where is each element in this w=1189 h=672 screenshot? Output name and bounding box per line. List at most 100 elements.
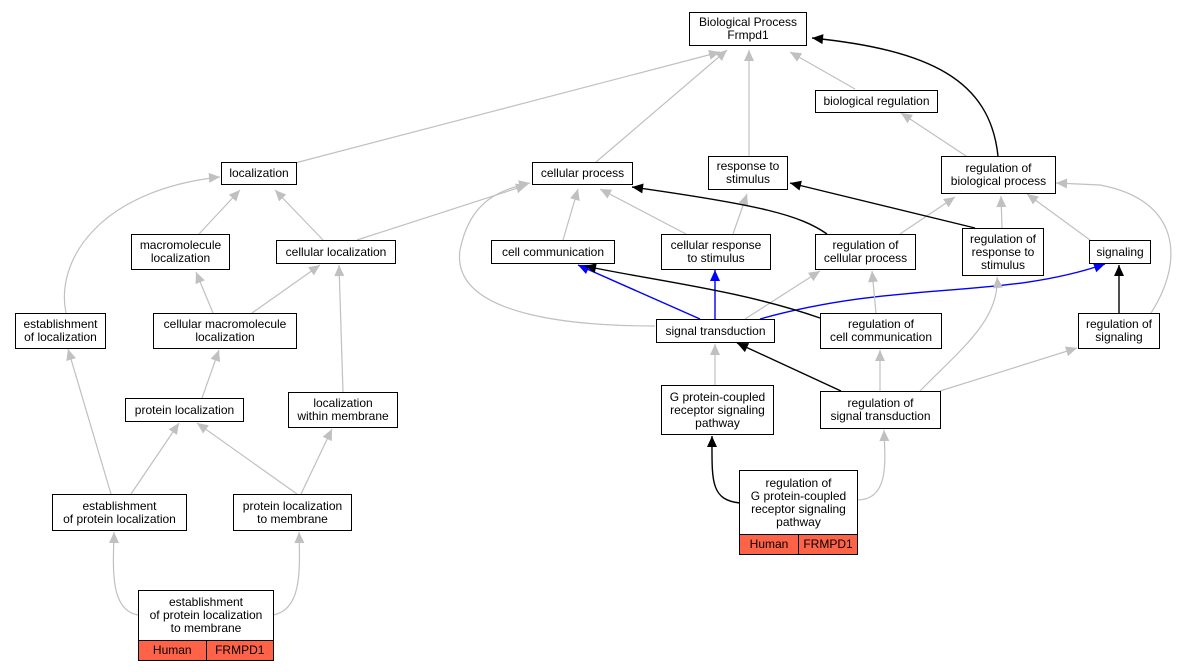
node-biological-regulation[interactable]: biological regulation	[815, 90, 938, 113]
edge-arrowhead-27	[868, 271, 879, 283]
node-regulation-of-signal-transduction[interactable]: regulation of signal transduction	[820, 391, 941, 429]
node-cell-communication[interactable]: cell communication	[491, 240, 615, 264]
node-gpcr-signaling-pathway[interactable]: G protein-coupled receptor signaling pat…	[661, 385, 774, 435]
edge-arrowhead-39	[322, 429, 332, 442]
edge-arrowhead-11	[738, 194, 749, 207]
edge-34	[919, 276, 998, 392]
edge-arrowhead-16	[1027, 194, 1039, 205]
edge-arrowhead-29	[1056, 178, 1068, 189]
edge-arrowhead-24	[808, 271, 820, 282]
node-establishment-of-protein-localization[interactable]: establishment of protein localization	[52, 494, 187, 531]
edge-arrowhead-31	[710, 344, 720, 355]
gene-tag: FRMPD1	[205, 641, 273, 660]
node-protein-localization[interactable]: protein localization	[125, 398, 244, 422]
node-response-to-stimulus[interactable]: response to stimulus	[708, 156, 788, 190]
node-establishment-of-protein-localization-to-membrane[interactable]: establishment of protein localization to…	[138, 590, 274, 661]
node-root[interactable]: Biological Process Frmpd1	[689, 12, 807, 46]
edge-arrowhead-37	[168, 423, 179, 435]
edge-32	[736, 342, 842, 392]
edge-13	[899, 196, 956, 235]
edge-arrowhead-0	[708, 49, 720, 60]
edge-arrowhead-43	[294, 532, 305, 544]
edge-arrowhead-35	[1065, 346, 1077, 357]
gene-tag: FRMPD1	[798, 535, 857, 554]
node-cellular-response-to-stimulus[interactable]: cellular response to stimulus	[661, 234, 771, 270]
edge-36	[67, 348, 112, 495]
edge-arrowhead-21	[518, 180, 530, 191]
edge-arrowhead-19	[308, 265, 320, 276]
edge-25	[759, 263, 1106, 320]
edge-16	[1026, 193, 1091, 241]
edge-arrowhead-34	[992, 277, 1003, 289]
edge-1	[595, 49, 728, 163]
edge-arrowhead-40	[707, 436, 717, 447]
node-regulation-of-signaling[interactable]: regulation of signaling	[1078, 313, 1160, 349]
node-regulation-of-cell-communication[interactable]: regulation of cell communication	[820, 313, 942, 349]
edge-arrowhead-18	[195, 272, 205, 285]
edge-5	[811, 37, 999, 157]
edge-29	[1055, 182, 1172, 314]
edge-arrowhead-17	[208, 172, 220, 183]
node-label: establishment of protein localization to…	[149, 595, 263, 635]
edge-arrowhead-13	[943, 197, 955, 208]
edge-35	[939, 347, 1078, 392]
edge-arrowhead-9	[570, 189, 580, 201]
edge-arrowhead-5	[812, 34, 824, 45]
node-localization[interactable]: localization	[221, 162, 297, 185]
edge-arrowhead-26	[585, 263, 597, 274]
edge-38	[196, 422, 298, 495]
node-cellular-macromolecule-localization[interactable]: cellular macromolecule localization	[153, 313, 297, 349]
node-localization-within-membrane[interactable]: localization within membrane	[288, 392, 398, 428]
node-signal-transduction[interactable]: signal transduction	[656, 319, 775, 343]
edge-arrowhead-30	[210, 350, 221, 363]
edge-arrowhead-3	[790, 52, 803, 62]
node-regulation-of-gpcr-signaling[interactable]: regulation of G protein-coupled receptor…	[739, 470, 858, 555]
node-cellular-localization[interactable]: cellular localization	[276, 240, 396, 264]
edge-40	[711, 435, 741, 504]
edge-arrowhead-1	[715, 50, 727, 61]
node-protein-localization-to-membrane[interactable]: protein localization to membrane	[233, 494, 352, 531]
edge-20	[338, 264, 344, 393]
edge-arrowhead-2	[744, 50, 754, 61]
edge-arrowhead-32	[737, 343, 750, 353]
node-label: regulation of G protein-coupled receptor…	[750, 475, 847, 529]
edge-8	[356, 184, 528, 241]
edge-22	[577, 264, 701, 320]
edge-37	[130, 422, 180, 495]
edge-arrowhead-6	[228, 190, 240, 202]
edge-arrowhead-38	[197, 423, 209, 434]
node-signaling[interactable]: signaling	[1089, 240, 1151, 264]
species-tag: Human	[740, 535, 798, 554]
edge-24	[744, 270, 821, 320]
edge-arrowhead-28	[1114, 265, 1124, 276]
edge-21	[459, 182, 656, 327]
edge-arrowhead-4	[901, 113, 913, 124]
edge-12	[631, 186, 828, 235]
edge-17	[63, 176, 221, 314]
node-regulation-of-response-to-stimulus[interactable]: regulation of response to stimulus	[962, 228, 1044, 276]
edge-4	[900, 112, 967, 157]
edge-3	[789, 51, 856, 90]
edge-19	[251, 264, 321, 314]
edge-arrowhead-12	[632, 183, 644, 194]
edge-39	[300, 428, 333, 495]
node-establishment-of-localization[interactable]: establishment of localization	[15, 313, 106, 349]
node-regulation-of-cellular-process[interactable]: regulation of cellular process	[815, 234, 916, 270]
edge-7	[274, 189, 324, 241]
node-macromolecule-localization[interactable]: macromolecule localization	[131, 234, 230, 270]
edge-arrowhead-23	[710, 270, 720, 281]
node-cellular-process[interactable]: cellular process	[532, 162, 633, 185]
edge-arrowhead-25	[1092, 262, 1105, 273]
edge-arrowhead-36	[66, 349, 76, 361]
edge-arrowhead-7	[275, 190, 287, 202]
edge-arrowhead-41	[879, 430, 890, 442]
edge-arrowhead-20	[334, 265, 345, 277]
edge-arrowhead-14	[790, 180, 802, 191]
gene-tags: Human FRMPD1	[139, 640, 273, 660]
node-regulation-of-biological-process[interactable]: regulation of biological process	[941, 156, 1056, 194]
edge-14	[789, 182, 976, 229]
edge-arrowhead-10	[600, 189, 613, 199]
edge-42	[112, 531, 139, 616]
